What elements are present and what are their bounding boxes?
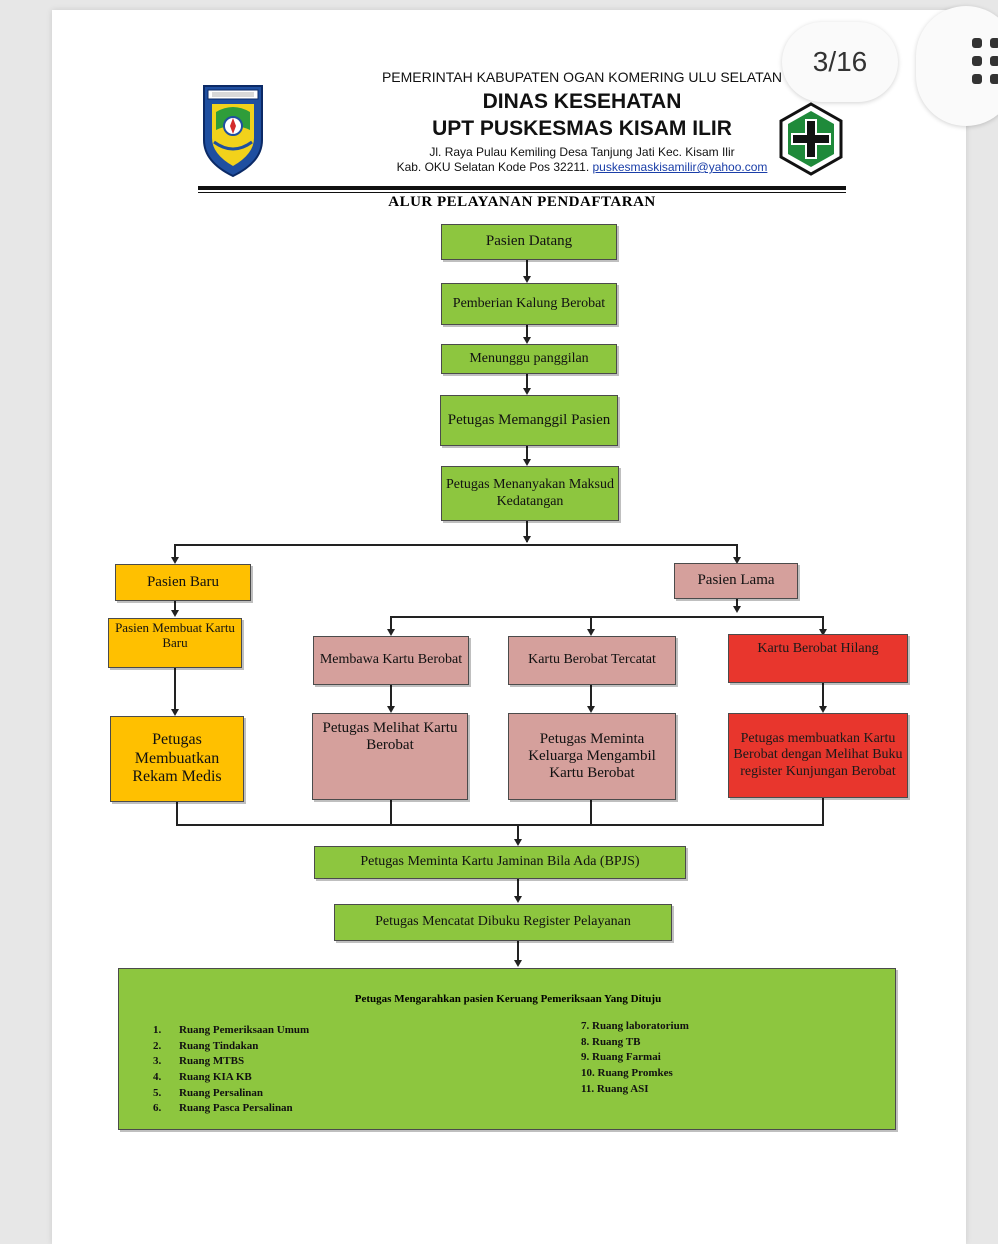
arrowhead — [523, 337, 531, 344]
room-item: 5.Ruang Persalinan — [153, 1086, 264, 1099]
connector — [590, 800, 592, 826]
more-options-button[interactable] — [916, 6, 998, 126]
flowchart-title: ALUR PELAYANAN PENDAFTARAN — [388, 194, 656, 210]
room-item: 7. Ruang laboratorium — [581, 1020, 689, 1032]
step-melihat-kartu: Petugas Melihat Kartu Berobat — [312, 713, 468, 800]
header-email-link[interactable]: puskesmaskisamilir@yahoo.com — [592, 160, 768, 174]
room-item: 10. Ruang Promkes — [581, 1067, 673, 1080]
connector — [174, 544, 176, 558]
arrowhead — [819, 706, 827, 713]
arrowhead — [523, 459, 531, 466]
arrowhead — [587, 629, 595, 636]
connector — [822, 798, 824, 826]
room-item: 3.Ruang MTBS — [153, 1055, 245, 1068]
room-item: 9. Ruang Farmai — [581, 1051, 661, 1064]
connector — [822, 683, 824, 707]
connector — [174, 544, 738, 546]
step-membawa-kartu: Membawa Kartu Berobat — [313, 636, 469, 685]
connector — [517, 941, 519, 961]
room-list-left: 1.Ruang Pemeriksaan Umum 2.Ruang Tindaka… — [153, 1023, 309, 1117]
step-kartu-tercatat: Kartu Berobat Tercatat — [508, 636, 676, 685]
arrowhead — [587, 706, 595, 713]
connector — [526, 260, 528, 276]
connector — [736, 599, 738, 607]
step-membuatkan-kartu: Petugas membuatkan Kartu Berobat dengan … — [728, 713, 908, 798]
room-item: 1.Ruang Pemeriksaan Umum — [153, 1024, 310, 1036]
final-box-title: Petugas Mengarahkan pasien Keruang Pemer… — [354, 993, 662, 1005]
connector — [174, 601, 176, 611]
arrowhead — [514, 896, 522, 903]
puskesmas-logo — [778, 102, 844, 176]
arrowhead — [733, 606, 741, 613]
document-page: PEMERINTAH KABUPATEN OGAN KOMERING ULU S… — [52, 10, 966, 1244]
arrowhead — [171, 610, 179, 617]
room-item: 4.Ruang KIA KB — [153, 1071, 252, 1084]
room-list-right: 7. Ruang laboratorium 8. Ruang TB 9. Rua… — [581, 1019, 689, 1097]
arrowhead — [819, 629, 827, 636]
regency-logo — [200, 82, 266, 178]
arrowhead — [387, 629, 395, 636]
connector — [526, 521, 528, 542]
step-meminta-keluarga: Petugas Meminta Keluarga Mengambil Kartu… — [508, 713, 676, 800]
step-kartu-jaminan: Petugas Meminta Kartu Jaminan Bila Ada (… — [314, 846, 686, 879]
step-menunggu-panggilan: Menunggu panggilan — [441, 344, 617, 374]
room-item: 2.Ruang Tindakan — [153, 1039, 259, 1052]
step-pemberian-kalung: Pemberian Kalung Berobat — [441, 283, 617, 325]
header-government: PEMERINTAH KABUPATEN OGAN KOMERING ULU S… — [381, 69, 783, 85]
step-pasien-datang: Pasien Datang — [441, 224, 617, 260]
step-pasien-lama: Pasien Lama — [674, 563, 798, 599]
header-agency: DINAS KESEHATAN — [482, 90, 682, 113]
connector — [517, 824, 519, 840]
page-indicator: 3/16 — [782, 22, 898, 102]
arrowhead — [387, 706, 395, 713]
connector — [390, 800, 392, 826]
connector — [176, 802, 178, 826]
header-address-line-2: Kab. OKU Selatan Kode Pos 32211. puskesm… — [332, 160, 832, 174]
connector — [390, 685, 392, 707]
room-item: 11. Ruang ASI — [581, 1082, 649, 1095]
connector — [517, 879, 519, 897]
connector — [390, 616, 392, 630]
step-petugas-menanyakan: Petugas Menanyakan Maksud Kedatangan — [441, 466, 619, 521]
room-item: 8. Ruang TB — [581, 1035, 641, 1048]
header-address: Jl. Raya Pulau Kemiling Desa Tanjung Jat… — [429, 145, 735, 159]
arrowhead — [523, 536, 531, 543]
connector — [590, 685, 592, 707]
connector — [174, 668, 176, 710]
header-facility: UPT PUSKESMAS KISAM ILIR — [432, 117, 732, 140]
step-membuat-kartu-baru: Pasien Membuat Kartu Baru — [108, 618, 242, 668]
header-divider — [198, 186, 846, 190]
arrowhead — [171, 557, 179, 564]
connector — [736, 544, 738, 558]
header-postal: Kab. OKU Selatan Kode Pos 32211. — [396, 160, 593, 174]
arrowhead — [514, 839, 522, 846]
step-membuatkan-rekam-medis: Petugas Membuatkan Rekam Medis — [110, 716, 244, 802]
header-divider-thin — [198, 192, 846, 193]
connector — [390, 616, 824, 618]
step-pasien-baru: Pasien Baru — [115, 564, 251, 601]
step-arahkan-ruang: Petugas Mengarahkan pasien Keruang Pemer… — [118, 968, 896, 1130]
arrowhead — [523, 276, 531, 283]
step-kartu-hilang: Kartu Berobat Hilang — [728, 634, 908, 683]
step-petugas-memanggil: Petugas Memanggil Pasien — [440, 395, 618, 446]
room-item: 6.Ruang Pasca Persalinan — [153, 1102, 293, 1115]
grid-dots-icon — [972, 38, 998, 88]
connector — [176, 824, 824, 826]
connector — [822, 616, 824, 630]
connector — [526, 374, 528, 388]
arrowhead — [733, 557, 741, 564]
arrowhead — [523, 388, 531, 395]
arrowhead — [171, 709, 179, 716]
connector — [590, 616, 592, 630]
connector — [526, 325, 528, 337]
connector — [526, 446, 528, 459]
step-mencatat-register: Petugas Mencatat Dibuku Register Pelayan… — [334, 904, 672, 941]
arrowhead — [514, 960, 522, 967]
